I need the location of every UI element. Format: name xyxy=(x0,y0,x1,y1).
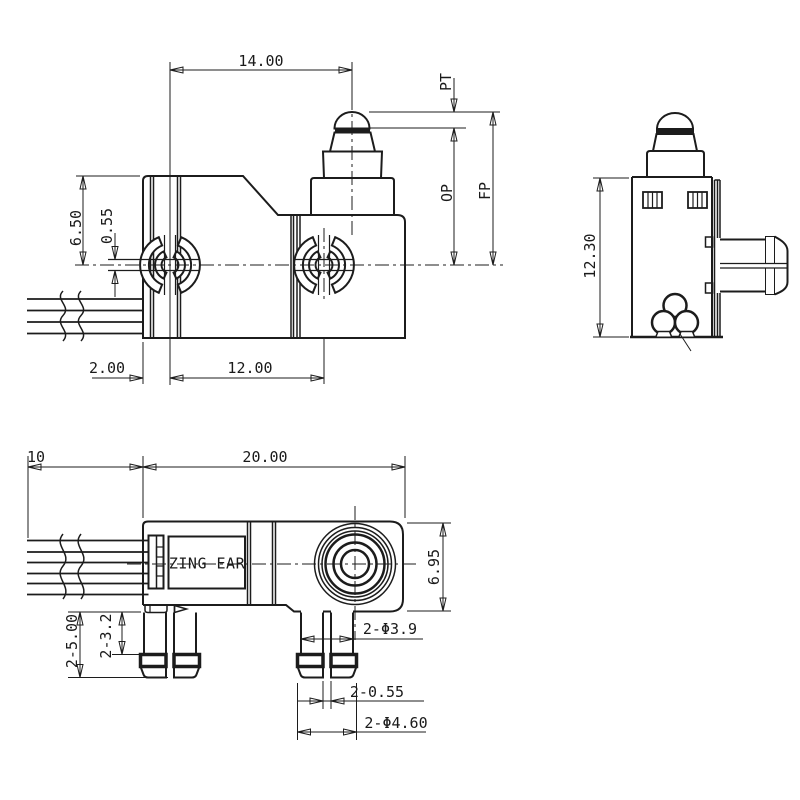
brand-plate: ZING EAR xyxy=(167,535,246,590)
plunger-front xyxy=(310,111,395,216)
dim-label-body-length: 20.00 xyxy=(242,448,287,466)
front-view: 14.00 PT OP FP 6.50 0.55 2.00 12.00 xyxy=(27,52,503,385)
dim-label-barb-diameter: 2-Φ4.60 xyxy=(364,714,427,732)
switch-body-side xyxy=(630,176,723,339)
dim-label-pin-slot: 2-0.55 xyxy=(350,683,404,701)
dim-label-pin-diameter: 2-Φ3.9 xyxy=(363,620,417,638)
centerlines-front xyxy=(75,96,503,303)
dim-label-pin-length: 2-5.00 xyxy=(63,614,81,668)
wire-circle xyxy=(673,309,700,336)
pin-anchor-detail xyxy=(704,282,714,294)
dim-label-body-width: 6.95 xyxy=(425,549,443,585)
wire-break-symbol xyxy=(77,290,85,342)
centerlines-bottom xyxy=(127,506,419,640)
dim-label-edge-to-pin: 2.00 xyxy=(89,359,125,377)
dim-label-operating-position: OP xyxy=(438,184,456,202)
dim-label-wire-stub: 10 xyxy=(27,448,45,466)
dim-label-top-to-center: 6.50 xyxy=(67,210,85,246)
dim-label-pin-spacing: 12.00 xyxy=(227,359,272,377)
plunger-side xyxy=(646,112,705,178)
snap-pin-side xyxy=(720,235,789,296)
plunger-base xyxy=(646,150,705,178)
lead-wires-front xyxy=(27,290,143,342)
snap-pin-bottom-right xyxy=(295,612,359,679)
bottom-tab xyxy=(144,605,168,614)
terminal-block-bottom xyxy=(147,534,165,590)
wire-break-symbol xyxy=(77,533,85,600)
dimensions-front: 14.00 PT OP FP 6.50 0.55 2.00 12.00 xyxy=(67,52,500,385)
leader-line xyxy=(679,333,692,352)
dim-label-plunger-offset: 14.00 xyxy=(238,52,283,70)
side-view: 12.30 xyxy=(581,112,789,352)
dim-label-pretravel: PT xyxy=(437,73,455,91)
switch-body-bottom xyxy=(142,520,404,614)
dim-label-slot-width: 0.55 xyxy=(98,208,116,244)
wire-break-symbol xyxy=(59,533,67,600)
pin-anchor-detail xyxy=(704,236,714,248)
snap-pin-tip xyxy=(774,235,789,296)
dim-label-free-position: FP xyxy=(476,182,494,200)
vent-slots-side xyxy=(642,191,708,209)
plunger-dome xyxy=(655,112,695,130)
switch-body-bottom-outline xyxy=(142,520,404,613)
latch-mark-flag xyxy=(173,604,190,614)
dimensions-bottom: 10 20.00 6.95 2-5.00 2-3.2 2-Φ3.9 xyxy=(27,448,451,740)
lead-wires-bottom xyxy=(27,533,149,600)
bottom-view: ZING EAR xyxy=(27,448,451,740)
plunger-dome xyxy=(333,111,371,130)
wire-break-symbol xyxy=(59,290,67,342)
snap-pin-bottom-left xyxy=(138,612,202,679)
dimensions-side: 12.30 xyxy=(581,177,629,338)
wire-circle xyxy=(650,309,677,336)
dim-label-pin-shaft: 2-3.2 xyxy=(97,613,115,658)
wire-bundle-section xyxy=(650,292,700,352)
dim-label-body-height: 12.30 xyxy=(581,233,599,278)
plunger-cone xyxy=(651,133,699,152)
brand-plate-outline xyxy=(167,535,246,590)
